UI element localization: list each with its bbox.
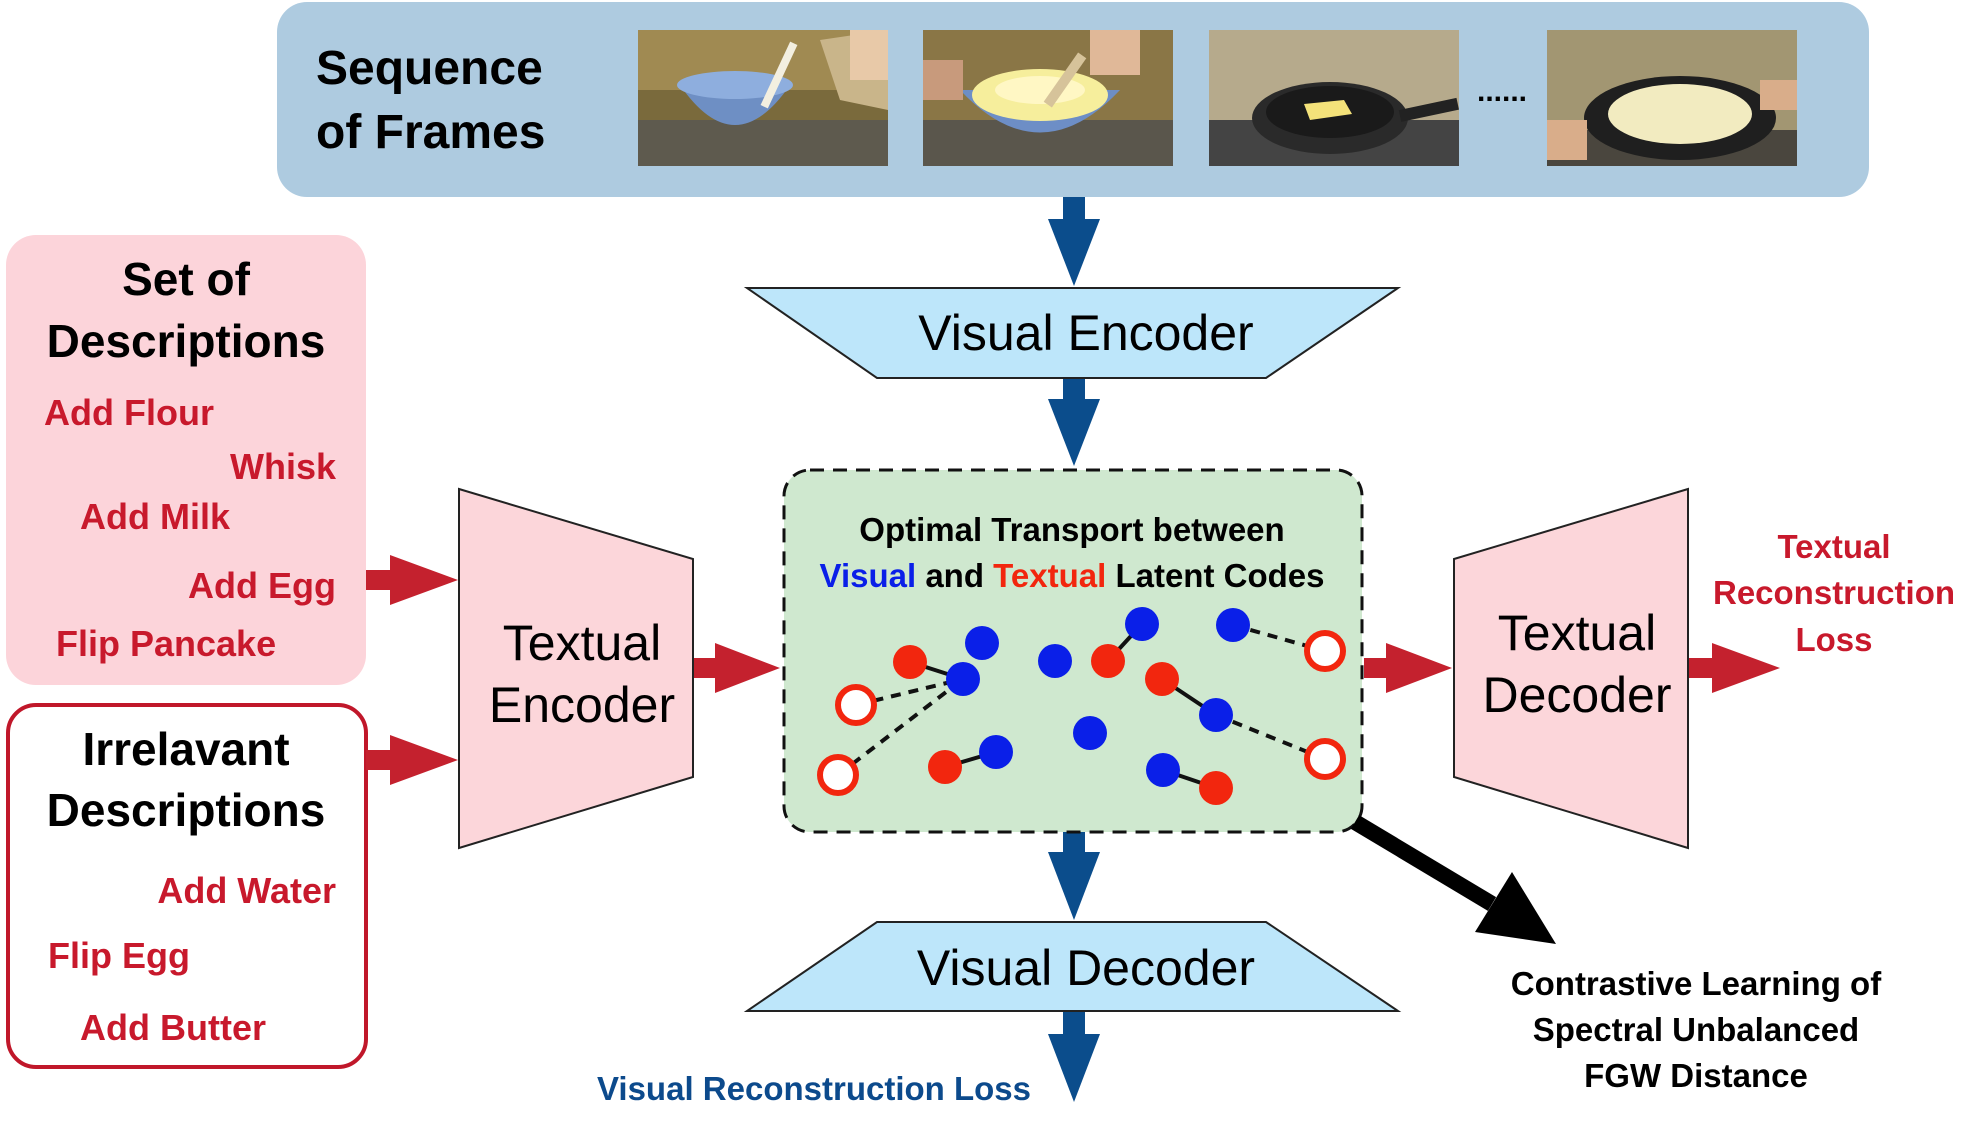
unmatched-textual-dot	[835, 684, 877, 726]
arrow-ot-to-decoder	[1048, 832, 1100, 920]
contrastive-line2: Spectral Unbalanced	[1533, 1011, 1859, 1048]
irrelevant-title-line2: Descriptions	[47, 784, 326, 836]
frames-panel-title-line2: of Frames	[316, 106, 545, 159]
textual-reconstruction-loss-label: Textual Reconstruction Loss	[1713, 528, 1955, 658]
descriptions-title-line2: Descriptions	[47, 315, 326, 367]
textual-latent-dot	[1145, 662, 1179, 696]
unmatched-textual-dot	[1304, 738, 1346, 780]
optimal-transport-box: Optimal Transport between Visual and Tex…	[782, 468, 1364, 834]
contrastive-line3: FGW Distance	[1584, 1057, 1808, 1094]
arrow-encoder-to-ot	[1048, 378, 1100, 466]
arrow-encoder-to-ot	[693, 643, 780, 693]
video-frame-2	[923, 30, 1173, 166]
textual-latent-dot	[928, 750, 962, 784]
textual-decoder-block: Textual Decoder	[1453, 487, 1689, 850]
description-item: Add Egg	[188, 565, 336, 606]
textual-loss-line3: Loss	[1795, 621, 1872, 658]
visual-latent-dot	[1146, 753, 1180, 787]
video-frame-1	[638, 30, 888, 166]
descriptions-title-line1: Set of	[122, 253, 250, 305]
textual-latent-dot	[1091, 644, 1125, 678]
description-item: Whisk	[230, 446, 337, 487]
frames-panel: Sequence of Frames	[277, 2, 1869, 197]
visual-latent-dot	[1125, 607, 1159, 641]
irrelevant-item: Add Butter	[80, 1007, 266, 1048]
irrelevant-item: Flip Egg	[48, 935, 190, 976]
arrow-irrelevant-to-encoder	[366, 735, 458, 785]
visual-latent-dot	[946, 662, 980, 696]
visual-latent-dot	[1073, 716, 1107, 750]
latent-codes	[817, 607, 1346, 805]
visual-latent-dot	[979, 735, 1013, 769]
arrow-frames-to-encoder	[1048, 197, 1100, 286]
frames-ellipsis: ......	[1477, 75, 1527, 108]
textual-latent-dot	[1199, 771, 1233, 805]
textual-encoder-block: Textual Encoder	[458, 487, 694, 850]
contrastive-line1: Contrastive Learning of	[1511, 965, 1882, 1002]
visual-reconstruction-loss-label: Visual Reconstruction Loss	[597, 1070, 1031, 1107]
video-frame-3	[1209, 30, 1459, 166]
textual-loss-line2: Reconstruction	[1713, 574, 1955, 611]
visual-decoder-block: Visual Decoder	[743, 921, 1402, 1012]
description-item: Add Flour	[44, 392, 214, 433]
visual-latent-dot	[1038, 644, 1072, 678]
irrelevant-title-line1: Irrelavant	[82, 723, 289, 775]
visual-latent-dot	[1216, 608, 1250, 642]
description-item: Add Milk	[80, 496, 231, 537]
contrastive-learning-label: Contrastive Learning of Spectral Unbalan…	[1511, 965, 1882, 1094]
video-frame-4	[1547, 30, 1797, 166]
arrow-ot-to-textual-decoder	[1364, 643, 1452, 693]
irrelevant-descriptions-panel: Irrelavant Descriptions Add Water Flip E…	[6, 703, 368, 1069]
arrow-ot-to-contrastive	[1350, 815, 1556, 944]
ot-title-line1: Optimal Transport between	[859, 511, 1284, 548]
textual-loss-line1: Textual	[1777, 528, 1890, 565]
textual-encoder-label-line1: Textual	[503, 615, 661, 671]
unmatched-textual-dot	[817, 754, 859, 796]
ot-title-line2: Visual and Textual Latent Codes	[820, 557, 1325, 594]
irrelevant-item: Add Water	[157, 870, 336, 911]
visual-latent-dot	[965, 626, 999, 660]
arrow-decoder-to-loss	[1048, 1012, 1100, 1102]
visual-encoder-label: Visual Encoder	[918, 305, 1253, 361]
ot-word-textual: Textual	[993, 557, 1115, 594]
arrow-descriptions-to-encoder	[366, 555, 458, 605]
textual-decoder-label-line1: Textual	[1498, 605, 1656, 661]
ot-word-rest: Latent Codes	[1115, 557, 1324, 594]
textual-latent-dot	[893, 645, 927, 679]
visual-latent-dot	[1199, 698, 1233, 732]
frames-panel-title-line1: Sequence	[316, 42, 543, 95]
textual-encoder-label-line2: Encoder	[489, 677, 675, 733]
ot-word-and: and	[925, 557, 993, 594]
unmatched-textual-dot	[1304, 630, 1346, 672]
visual-decoder-label: Visual Decoder	[917, 940, 1255, 996]
descriptions-panel: Set of Descriptions Add Flour Whisk Add …	[6, 235, 366, 685]
textual-decoder-label-line2: Decoder	[1483, 667, 1672, 723]
arrow-decoder-to-textual-loss	[1688, 643, 1780, 693]
ot-word-visual: Visual	[820, 557, 926, 594]
dashed-link	[836, 677, 965, 777]
description-item: Flip Pancake	[56, 623, 276, 664]
visual-encoder-block: Visual Encoder	[743, 287, 1402, 379]
